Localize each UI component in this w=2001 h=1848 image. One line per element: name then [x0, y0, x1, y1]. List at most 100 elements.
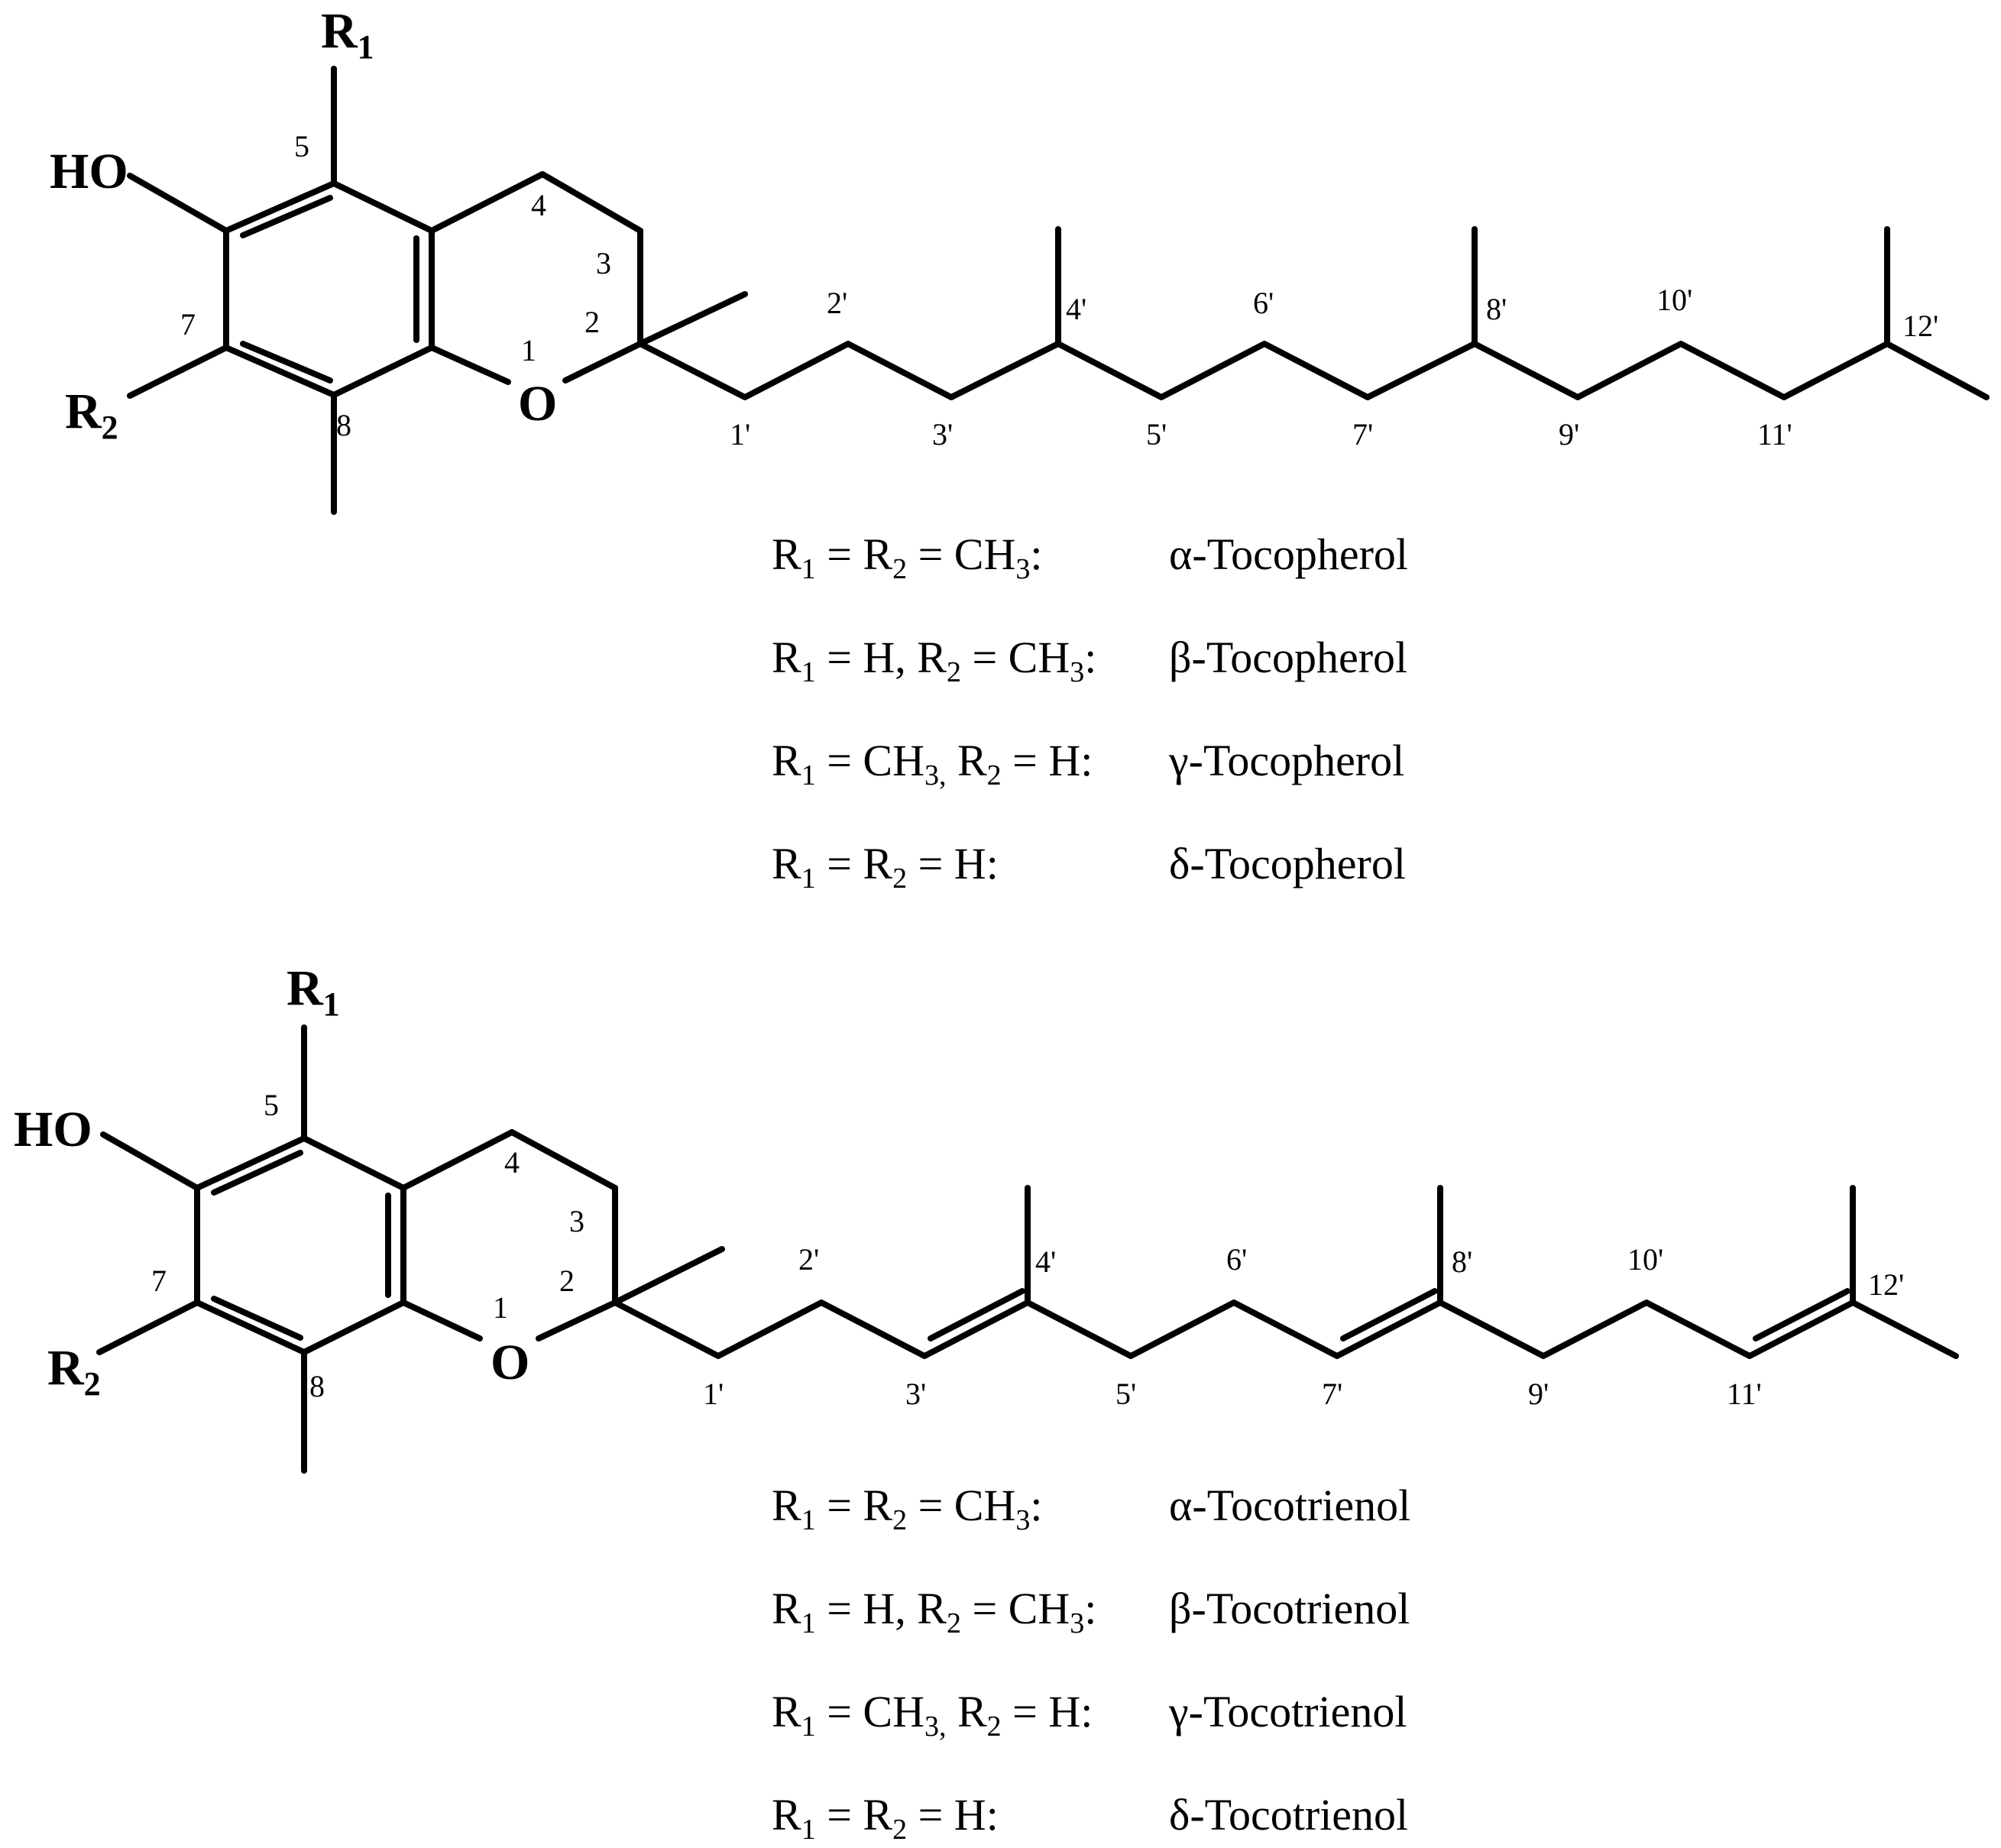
definition-row: R1 = CH3, R2 = H: γ-Tocotrienol	[772, 1687, 1407, 1743]
double-bond	[240, 195, 333, 238]
locant-5-prime: 5'	[1146, 417, 1167, 451]
locant-10-prime: 10'	[1656, 283, 1692, 317]
locant-5: 5	[294, 129, 309, 163]
ring-oxygen-label: O	[518, 376, 557, 432]
r1-label: R	[321, 3, 358, 59]
locant-12-prime: 12'	[1868, 1267, 1904, 1302]
ring-bond	[509, 1129, 618, 1191]
locant-7: 7	[151, 1264, 167, 1298]
locant-1-prime: 1'	[730, 417, 750, 451]
locant-12-prime: 12'	[1902, 309, 1938, 343]
side-chain	[637, 341, 1990, 400]
ring-bond	[562, 341, 643, 384]
ring-bond	[400, 1129, 515, 1191]
locant-7-prime: 7'	[1322, 1377, 1342, 1411]
definition-row: R1 = H, R2 = CH3: β-Tocopherol	[772, 633, 1407, 688]
locant-4: 4	[531, 188, 546, 222]
svg-text:R2: R2	[47, 1340, 101, 1403]
svg-text:R1 = R2 = CH3:: R1 = R2 = CH3:	[772, 529, 1043, 585]
r1-subscript: 1	[323, 985, 340, 1023]
locant-4: 4	[504, 1145, 520, 1180]
locant-6-prime: 6'	[1226, 1242, 1247, 1277]
c2-methyl-bond	[637, 291, 748, 347]
locant-9-prime: 9'	[1559, 417, 1579, 451]
locant-3-prime: 3'	[932, 417, 953, 451]
svg-text:R1 = H, R2 = CH3:: R1 = H, R2 = CH3:	[772, 1584, 1096, 1639]
locant-10-prime: 10'	[1627, 1242, 1663, 1277]
r2-subscript: 2	[84, 1365, 101, 1403]
locant-9-prime: 9'	[1528, 1377, 1549, 1411]
locant-8-prime: 8'	[1452, 1244, 1472, 1279]
c2-methyl-bond	[612, 1246, 725, 1306]
compound-name: β-Tocopherol	[1169, 633, 1407, 682]
definition-row: R1 = R2 = H: δ-Tocotrienol	[772, 1790, 1408, 1846]
hydroxyl-label: HO	[50, 144, 128, 199]
side-chain	[612, 1299, 1959, 1359]
compound-name: α-Tocopherol	[1169, 529, 1408, 579]
tocopherol-definitions: R1 = R2 = CH3: α-Tocopherol R1 = H, R2 =…	[772, 529, 1408, 895]
ring-oxygen-label: O	[491, 1335, 529, 1390]
locant-3: 3	[569, 1204, 584, 1238]
compound-name: γ-Tocotrienol	[1168, 1687, 1407, 1736]
svg-text:HO: HO	[50, 144, 128, 199]
locant-5-prime: 5'	[1115, 1377, 1136, 1411]
r2-bond	[96, 1299, 200, 1355]
definition-row: R1 = R2 = CH3: α-Tocotrienol	[772, 1481, 1410, 1536]
svg-text:R2: R2	[65, 384, 118, 446]
compound-name: δ-Tocotrienol	[1169, 1790, 1408, 1840]
compound-name: γ-Tocopherol	[1168, 736, 1404, 785]
locant-5: 5	[264, 1088, 279, 1122]
ring-bond	[429, 345, 511, 385]
locant-8: 8	[309, 1369, 325, 1403]
locant-1: 1	[521, 333, 536, 367]
r2-label: R	[65, 384, 102, 439]
svg-text:HO: HO	[14, 1102, 92, 1157]
tocotrienol-bonds	[96, 1024, 1959, 1474]
locant-6-prime: 6'	[1253, 286, 1274, 320]
definition-row: R1 = R2 = CH3: α-Tocopherol	[772, 529, 1408, 585]
tocotrienol-locants: 1 2 3 4 5 7 8 1' 2' 3' 4' 5' 6' 7' 8' 9'…	[151, 1088, 1904, 1411]
chain-double-bond	[1340, 1288, 1438, 1341]
hydroxyl-bond	[127, 173, 229, 234]
tocopherol-locants: 1 2 3 4 5 7 8 1' 2' 3' 4' 5' 6' 7' 8' 9'…	[180, 129, 1938, 451]
locant-3: 3	[596, 246, 611, 280]
svg-text:R1 = R2 = CH3:: R1 = R2 = CH3:	[772, 1481, 1043, 1536]
hydroxyl-bond	[100, 1131, 200, 1191]
tocopherol-atom-labels: HO R1 R2 O	[50, 3, 557, 446]
hydroxyl-label: HO	[14, 1102, 92, 1157]
ring-bond	[400, 1299, 483, 1341]
double-bond	[211, 1150, 303, 1196]
locant-2: 2	[584, 305, 600, 339]
svg-text:R1 = R2 = H:: R1 = R2 = H:	[772, 839, 999, 895]
compound-name: δ-Tocopherol	[1169, 839, 1406, 888]
locant-2: 2	[559, 1264, 575, 1298]
svg-text:R1 = CH3, R2 = H:: R1 = CH3, R2 = H:	[772, 736, 1093, 791]
ring-bond	[194, 1135, 406, 1355]
r2-subscript: 2	[102, 409, 118, 446]
locant-4-prime: 4'	[1066, 292, 1086, 326]
svg-text:R1 = R2 = H:: R1 = R2 = H:	[772, 1790, 999, 1846]
tocotrienol-atom-labels: HO R1 R2 O	[14, 960, 529, 1403]
definition-row: R1 = R2 = H: δ-Tocopherol	[772, 839, 1406, 895]
r2-bond	[127, 345, 229, 399]
definition-row: R1 = CH3, R2 = H: γ-Tocopherol	[772, 736, 1404, 791]
locant-7: 7	[180, 307, 196, 341]
compound-name: β-Tocotrienol	[1169, 1584, 1410, 1633]
locant-2-prime: 2'	[827, 286, 847, 320]
svg-text:R1 = H, R2 = CH3:: R1 = H, R2 = CH3:	[772, 633, 1096, 688]
tocotrienol-structure: HO R1 R2 O 1 2 3 4 5 7 8 1' 2' 3' 4' 5' …	[14, 960, 1959, 1846]
r1-label: R	[287, 960, 324, 1016]
r2-label: R	[47, 1340, 85, 1396]
svg-text:R1 = CH3, R2 = H:: R1 = CH3, R2 = H:	[772, 1687, 1093, 1743]
locant-1: 1	[493, 1290, 508, 1325]
ring-bond	[536, 1299, 618, 1341]
ring-bond	[223, 180, 435, 398]
tocopherol-bonds	[127, 66, 1990, 515]
chain-double-bond	[1753, 1288, 1850, 1341]
locant-2-prime: 2'	[798, 1242, 819, 1277]
ring-bond	[539, 171, 643, 234]
locant-1-prime: 1'	[703, 1377, 724, 1411]
chain-double-bond	[928, 1288, 1025, 1341]
locant-4-prime: 4'	[1035, 1244, 1056, 1279]
